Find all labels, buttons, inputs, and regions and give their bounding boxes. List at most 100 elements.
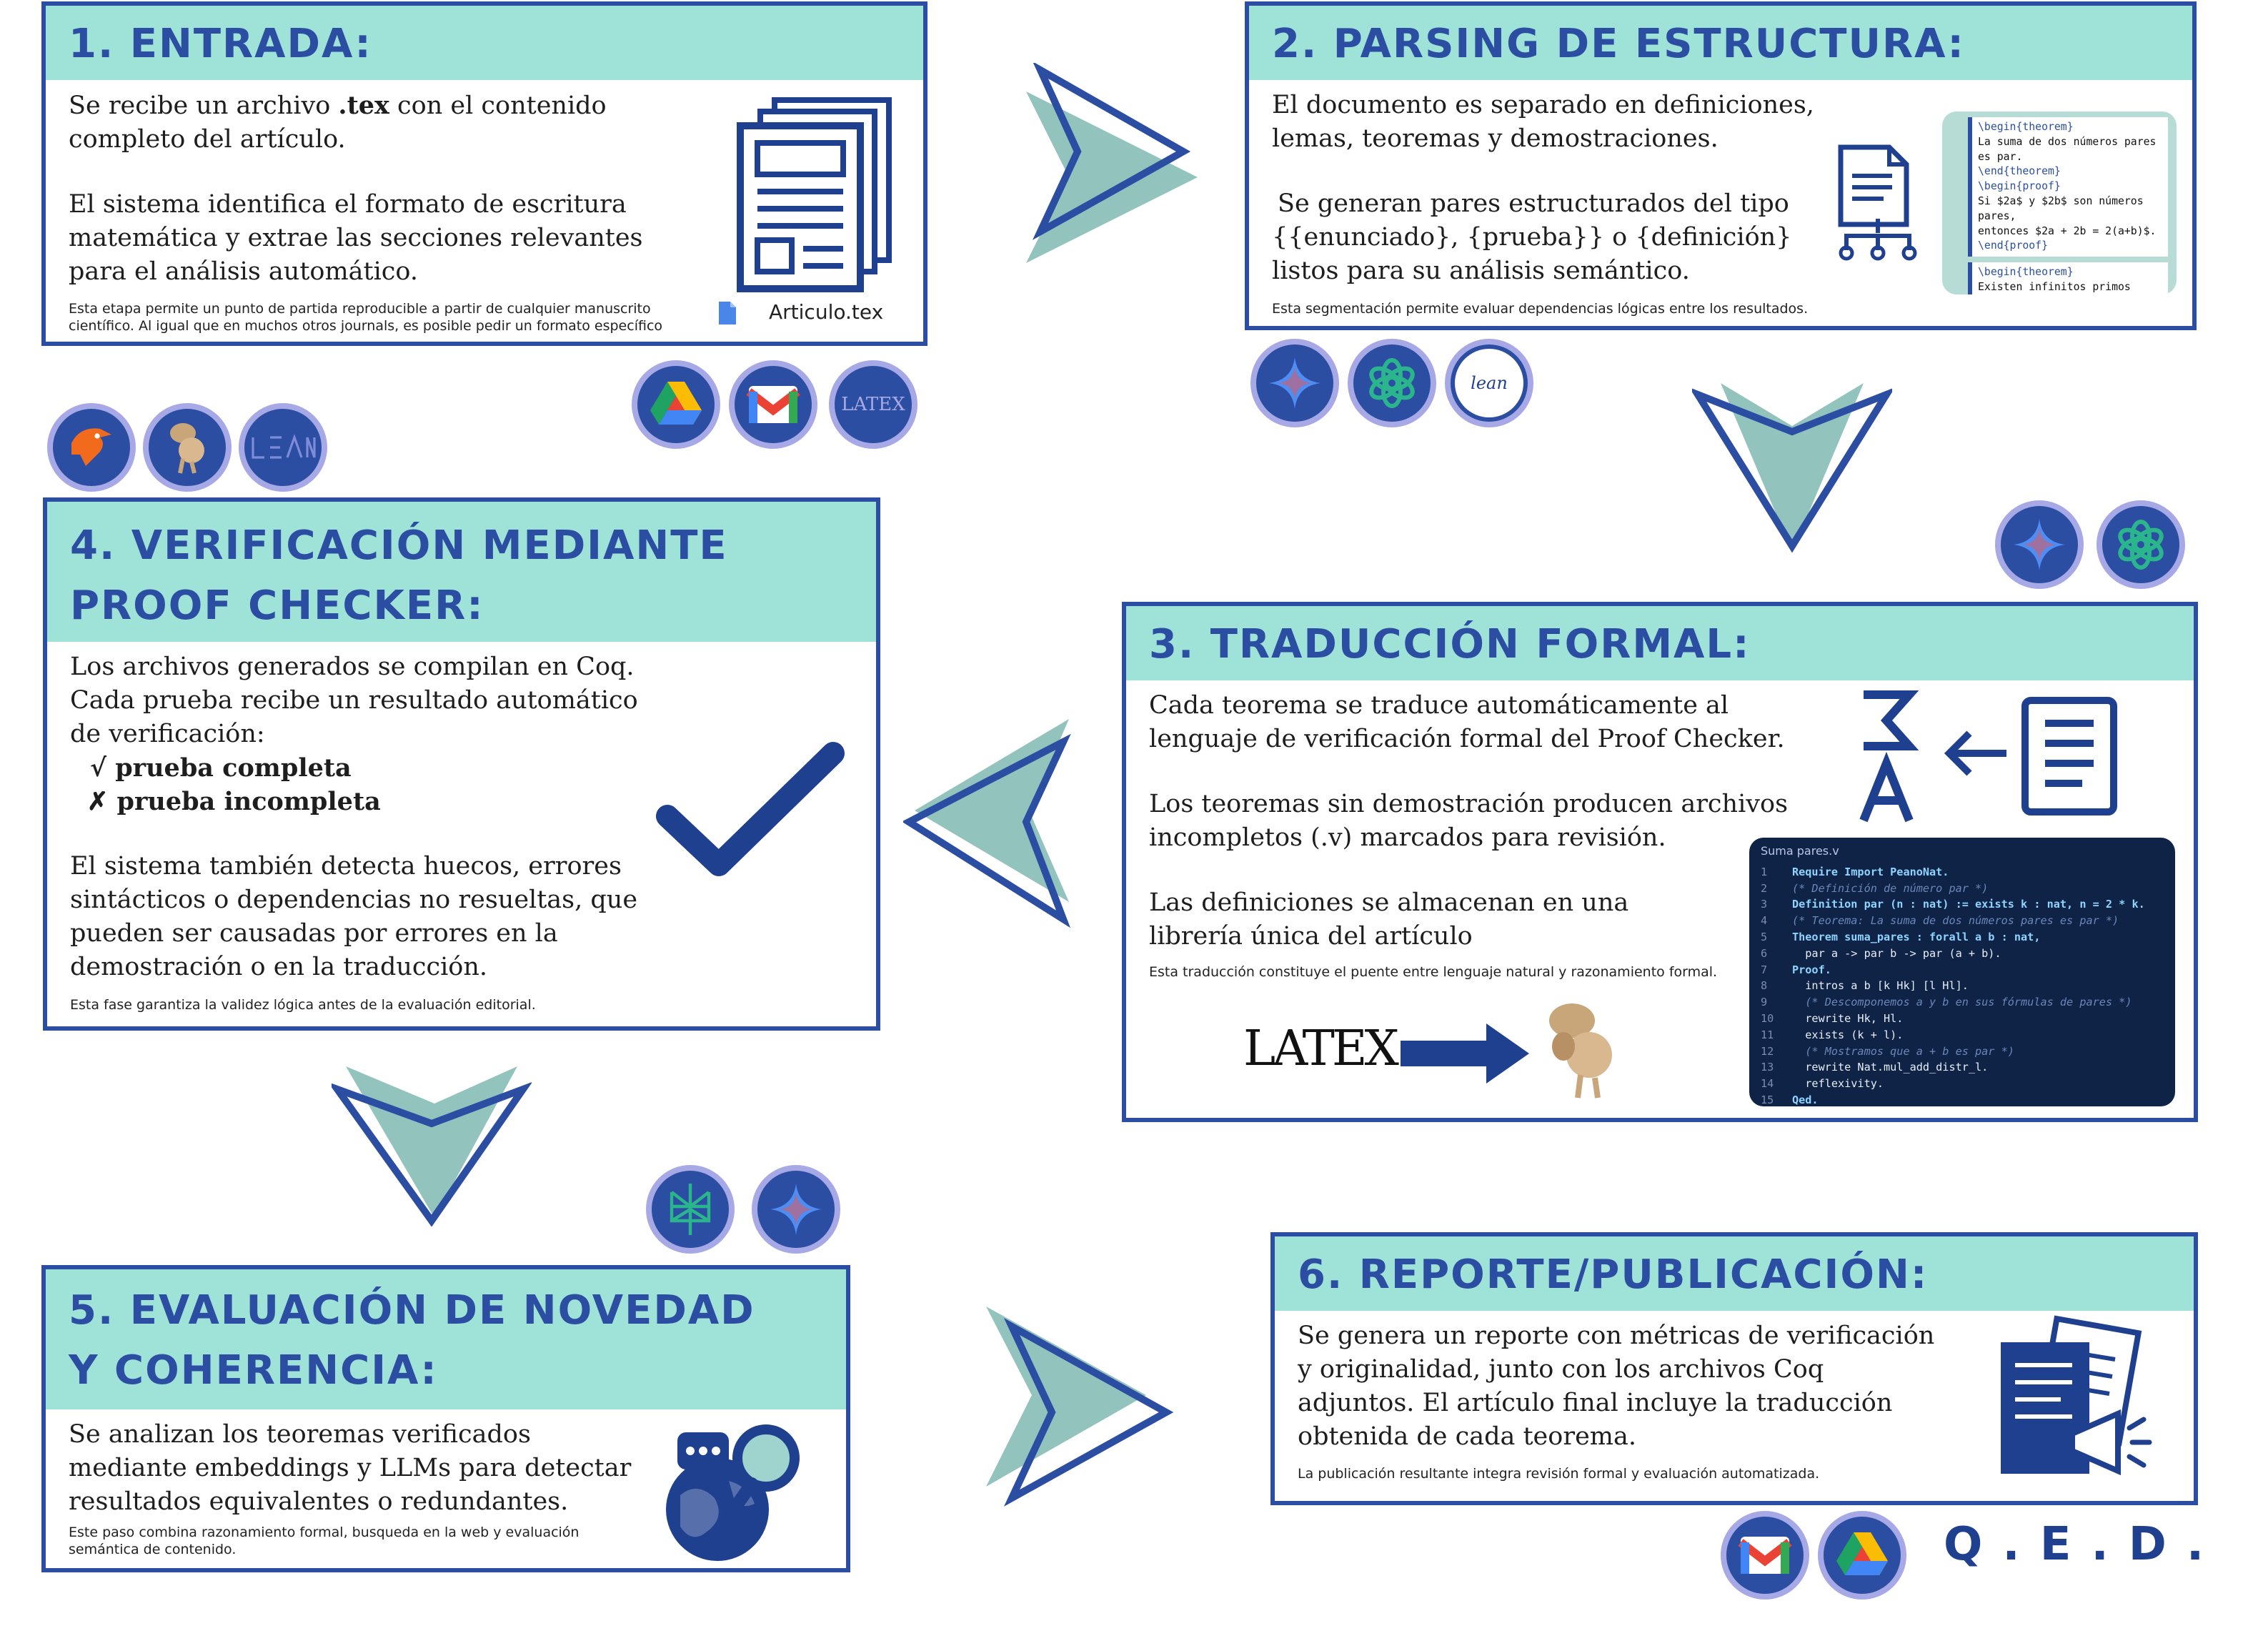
panel-title: 5. EVALUACIÓN DE NOVEDAD Y COHERENCIA:: [46, 1269, 846, 1409]
code-line: 10 rewrite Hk, Hl.: [1761, 1011, 2164, 1027]
panel-text: Se recibe un archivo .tex con el conteni…: [69, 89, 669, 157]
latex-line: \begin{proof}: [1978, 180, 2061, 193]
lean-outline-icon: [252, 434, 316, 459]
arrow-left-icon: [1944, 730, 2006, 776]
google-drive-icon: [650, 382, 702, 425]
lean-badge: lean: [1445, 339, 1533, 427]
lean-logo: lean: [1455, 349, 1523, 417]
gmail-icon: [746, 386, 800, 423]
qed-label: Q.E.D.: [1944, 1518, 2224, 1571]
code-line: 2(* Definición de número par *): [1761, 881, 2164, 897]
openai-badge-2: [2097, 500, 2185, 589]
code-line: 12 (* Mostramos que a + b es par *): [1761, 1043, 2164, 1060]
panel-text: Los archivos generados se compilan en Co…: [70, 650, 670, 751]
latex-line: La suma de dos números pares es par.: [1978, 135, 2157, 163]
panel-note: Esta etapa permite un punto de partida r…: [69, 301, 663, 334]
latex-line: Si $2a$ y $2b$ son números pares,: [1978, 194, 2144, 222]
checkmark-icon: [656, 742, 845, 876]
gemini-badge-3: [752, 1165, 840, 1254]
code-line: 4(* Teorema: La suma de dos números pare…: [1761, 913, 2164, 929]
title-line-1: 5. EVALUACIÓN DE NOVEDAD: [69, 1287, 755, 1334]
latex-logo: LATEX: [1243, 1021, 1399, 1077]
code-text: Definition par (n : nat) := exists k : n…: [1792, 898, 2145, 911]
line-number: 15: [1761, 1093, 1774, 1106]
code-text: Theorem suma_pares : forall a b : nat,: [1792, 930, 2041, 943]
panel-text: Se analizan los teoremas verificados med…: [69, 1420, 632, 1516]
panel-verificacion: 4. VERIFICACIÓN MEDIANTE PROOF CHECKER: …: [43, 497, 880, 1031]
text-bold: .tex: [338, 91, 389, 120]
file-label: Articulo.tex: [769, 300, 884, 324]
report-megaphone-icon: [2001, 1315, 2152, 1476]
line-number: 6: [1761, 946, 1768, 960]
latex-line: \end{theorem}: [1978, 165, 2061, 178]
google-drive-icon: [1836, 1532, 1888, 1575]
panel-note: Esta fase garantiza la validez lógica an…: [70, 997, 536, 1013]
code-line: 15 Qed.: [1761, 1092, 2164, 1106]
latex-block-1: \begin{theorem} La suma de dos números pa…: [1968, 117, 2168, 257]
panel-note: La publicación resultante integra revisi…: [1298, 1466, 1820, 1482]
openai-badge: [1348, 339, 1436, 427]
google-drive-badge-2: [1818, 1511, 1906, 1600]
perplexity-icon: [670, 1184, 711, 1235]
code-text: (* Mostramos que a + b es par *): [1792, 1044, 2014, 1058]
panel-note: Esta segmentación permite evaluar depend…: [1272, 301, 1809, 317]
panel-text: Cada teorema se traduce automáticamente …: [1149, 691, 1785, 753]
panel-title: 1. ENTRADA:: [46, 6, 923, 80]
gemini-star-icon: [1269, 357, 1320, 409]
code-text: rewrite Hk, Hl.: [1792, 1011, 1904, 1025]
line-number: 12: [1761, 1044, 1774, 1058]
code-line: 14 reflexivity.: [1761, 1076, 2164, 1092]
gemini-badge-2: [1995, 500, 2084, 589]
code-line: 8 intros a b [k Hk] [l Hl].: [1761, 978, 2164, 994]
panel-body: El documento es separado en definiciones…: [1249, 80, 1852, 328]
code-text: (* Descomponemos a y b en sus fórmulas d…: [1792, 996, 2132, 1009]
gmail-badge-2: [1721, 1511, 1809, 1600]
panel-title: 4. VERIFICACIÓN MEDIANTE PROOF CHECKER:: [47, 502, 876, 642]
perplexity-badge: [646, 1165, 735, 1254]
panel-title: 6. REPORTE/PUBLICACIÓN:: [1275, 1236, 2194, 1311]
code-text: rewrite Nat.mul_add_distr_l.: [1792, 1061, 1989, 1074]
title-line-2: PROOF CHECKER:: [70, 582, 484, 629]
line-number: 8: [1761, 979, 1768, 993]
panel-text: El sistema identifica el formato de escr…: [69, 190, 643, 286]
code-text: Qed.: [1792, 1093, 1819, 1106]
latex-line: \begin{theorem}: [1978, 121, 2074, 133]
gmail-badge: [729, 360, 817, 449]
line-number: 10: [1761, 1011, 1774, 1025]
code-text: par a -> par b -> par (a + b).: [1792, 946, 2001, 960]
code-text: exists (k + l).: [1792, 1028, 1904, 1041]
text: Los archivos generados se compilan en Co…: [70, 653, 638, 748]
globe-search-icon: [666, 1424, 800, 1561]
documents-icon: [737, 97, 892, 292]
arrow-down-1: [1692, 383, 1892, 553]
document-tree-icon: [1838, 144, 1917, 261]
file-icon: [719, 302, 736, 324]
panel-parsing: 2. PARSING DE ESTRUCTURA: El documento e…: [1245, 1, 2197, 330]
text-post: con el contenido completo del artículo.: [69, 91, 607, 154]
code-text: (* Teorema: La suma de dos números pares…: [1792, 914, 2119, 928]
code-text: reflexivity.: [1792, 1077, 1884, 1091]
code-title: Suma pares.v: [1761, 844, 1839, 858]
arrow-right-icon: [1401, 1023, 1529, 1084]
panel-text: Se genera un reporte con métricas de ver…: [1298, 1322, 1935, 1451]
latex-structure-box: \begin{theorem} La suma de dos números pa…: [1942, 111, 2177, 294]
arrow-right-2: [986, 1307, 1174, 1507]
coq-rooster-icon: [1549, 1003, 1612, 1099]
arrow-left-1: [903, 719, 1071, 928]
title-line-1: 4. VERIFICACIÓN MEDIANTE: [70, 522, 728, 569]
status-ok: √ prueba completa: [90, 753, 352, 783]
quantifier-symbols-icon: [1859, 690, 1919, 823]
panel-title: 2. PARSING DE ESTRUCTURA:: [1249, 6, 2192, 80]
panel-body: Se genera un reporte con métricas de ver…: [1275, 1311, 1964, 1494]
panel-body: Se analizan los teoremas verificados med…: [46, 1409, 663, 1559]
google-drive-badge: [632, 360, 720, 449]
gemini-star-icon: [2014, 519, 2065, 570]
latex-line: \end{proof}: [1978, 239, 2048, 252]
code-text: Require Import PeanoNat.: [1792, 865, 1949, 878]
gemini-star-icon: [770, 1184, 822, 1235]
title-line-2: Y COHERENCIA:: [69, 1347, 438, 1394]
